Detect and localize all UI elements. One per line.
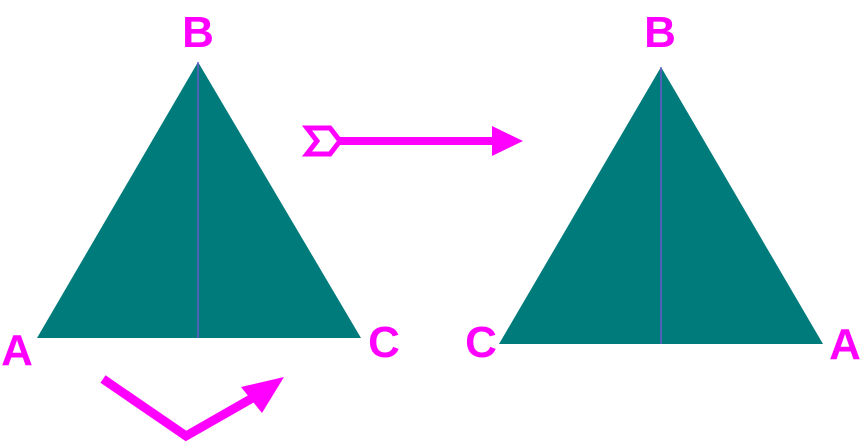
right-triangle: B C A bbox=[465, 8, 861, 369]
left-vertex-c-label: C bbox=[368, 318, 400, 367]
right-vertex-b-label: B bbox=[644, 8, 676, 57]
right-vertex-a-label: A bbox=[829, 320, 861, 369]
left-vertex-a-label: A bbox=[1, 326, 33, 375]
left-triangle: B A C bbox=[1, 8, 400, 375]
flip-arrow-icon bbox=[100, 375, 284, 442]
left-vertex-b-label: B bbox=[182, 8, 214, 57]
right-arrow-icon bbox=[301, 125, 523, 157]
right-vertex-c-label: C bbox=[465, 318, 497, 367]
left-triangle-shape bbox=[37, 62, 361, 338]
